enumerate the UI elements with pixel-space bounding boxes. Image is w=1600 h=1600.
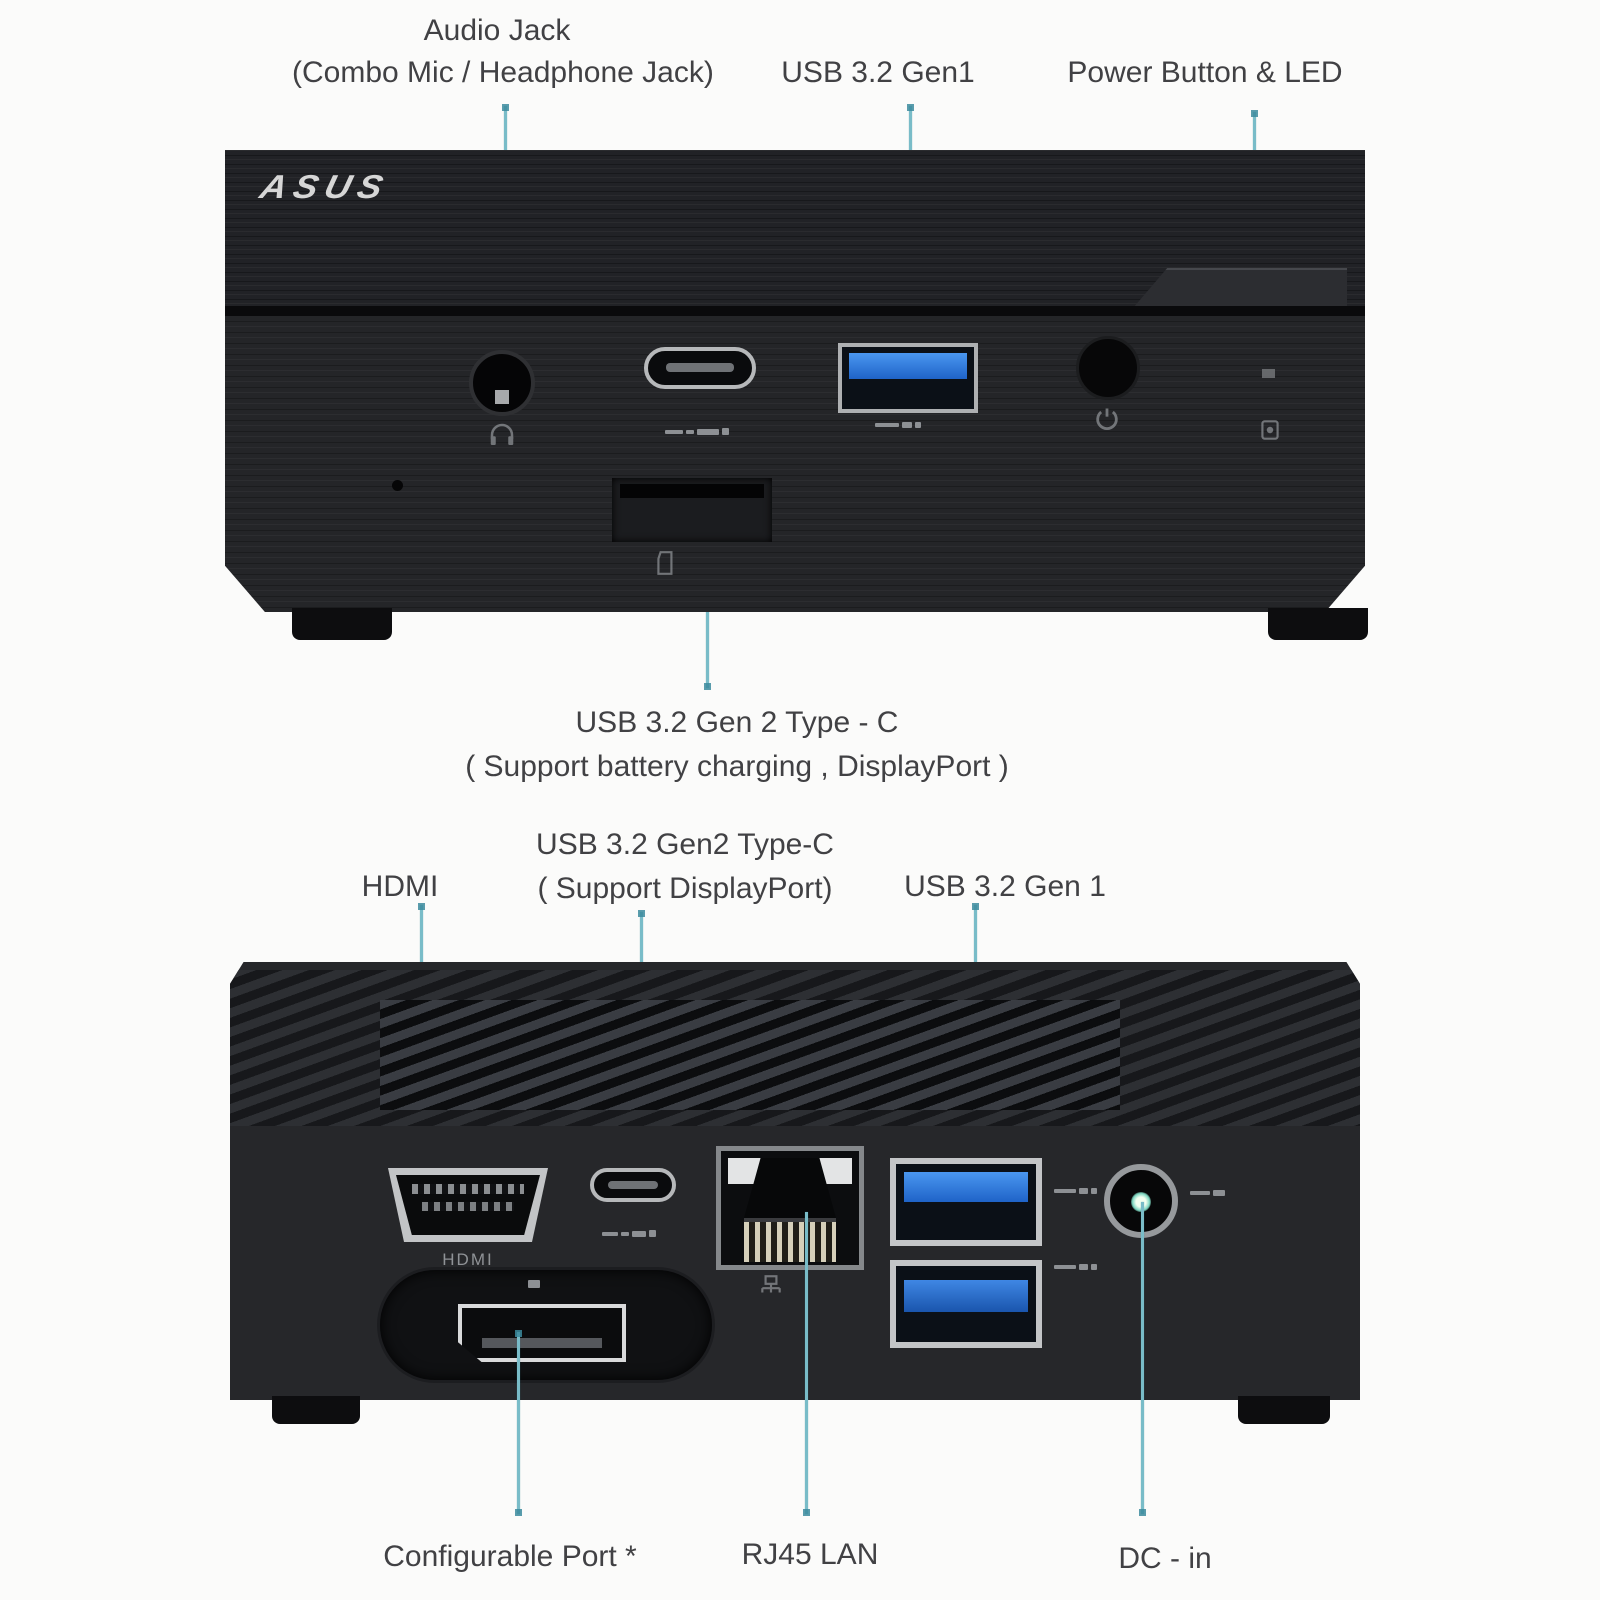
leader-rj45 [803,1212,810,1516]
storage-activity-icon [1261,420,1279,440]
usb-a-port-rear-top-tongue [904,1172,1028,1202]
usb-ss-print [1054,1264,1097,1270]
rear-foot-left [272,1396,360,1424]
usb-c-port-front [644,347,756,389]
front-label-power: Power Button & LED [1067,56,1343,89]
front-caption-line1: USB 3.2 Gen 2 Type - C [575,706,899,739]
microsd-icon [657,551,673,575]
leader-tick [1251,110,1258,117]
power-symbol-icon [1096,408,1118,430]
headset-icon [490,423,514,445]
rear-label-usbc-line1: USB 3.2 Gen2 Type-C [536,828,834,861]
audio-jack-glint [495,390,509,404]
rear-caption-configurable: Configurable Port * [383,1540,637,1573]
leader-tick [418,903,425,910]
hdmi-print: HDMI [442,1250,494,1269]
rear-chassis: HDMI [230,962,1360,1400]
front-caption-line2: ( Support battery charging , DisplayPort… [465,750,1009,783]
leader-dc-in [1139,1202,1146,1516]
rear-caption-lan: RJ45 LAN [741,1538,879,1571]
dc-plug-print [1190,1190,1225,1196]
sd-card-slot-opening [620,484,764,498]
usb-c-speed-print [602,1230,656,1237]
leader-tick [1139,1509,1146,1516]
chassis-seam [225,306,1365,316]
rj45-pins [744,1218,836,1262]
mic-hole [392,480,403,491]
rear-label-usb: USB 3.2 Gen 1 [904,870,1106,903]
rj45-center-block [744,1158,836,1218]
leader-tick [502,104,509,111]
usb-c-port-rear-tab [608,1181,658,1189]
rear-label-hdmi: HDMI [361,870,439,903]
usb-ss-print [1054,1188,1097,1194]
displayport-connector-bar [482,1338,602,1348]
front-label-audio-line2: (Combo Mic / Headphone Jack) [292,56,714,89]
leader-tick [515,1509,522,1516]
leader-configurable-port [515,1330,522,1516]
leader-tick [803,1509,810,1516]
led-indicator [1262,369,1275,378]
front-round-sensor [1076,336,1140,400]
hdmi-port-pins [412,1184,524,1194]
lan-icon [761,1275,781,1293]
displayport-mark [528,1280,540,1288]
usb-a-port-front-tongue [849,353,967,379]
front-foot-right [1268,608,1368,640]
front-chassis: ASUS [225,150,1365,612]
leader-tick [907,104,914,111]
front-label-usb: USB 3.2 Gen1 [781,56,975,89]
vent-grille-center [380,1000,1120,1110]
usb-c-speed-print [665,428,729,435]
audio-jack-port [469,350,535,416]
front-label-audio-line1: Audio Jack [423,14,571,47]
leader-tick [515,1330,522,1337]
rear-caption-dc: DC - in [1118,1542,1212,1575]
rear-foot-right [1238,1396,1330,1424]
hdmi-port-pins-lower [422,1202,514,1211]
usb-ss-print [875,422,921,428]
rear-label-usbc-line2: ( Support DisplayPort) [537,872,833,905]
leader-tick [704,683,711,690]
displayport-connector [458,1304,626,1362]
power-button-notch [1133,268,1347,308]
front-foot-left [292,608,392,640]
asus-logo: ASUS [256,167,394,206]
leader-tick [972,903,979,910]
leader-tick [638,910,645,917]
usb-a-port-rear-bottom-tongue [904,1280,1028,1312]
usb-c-port-front-tab [666,363,734,372]
